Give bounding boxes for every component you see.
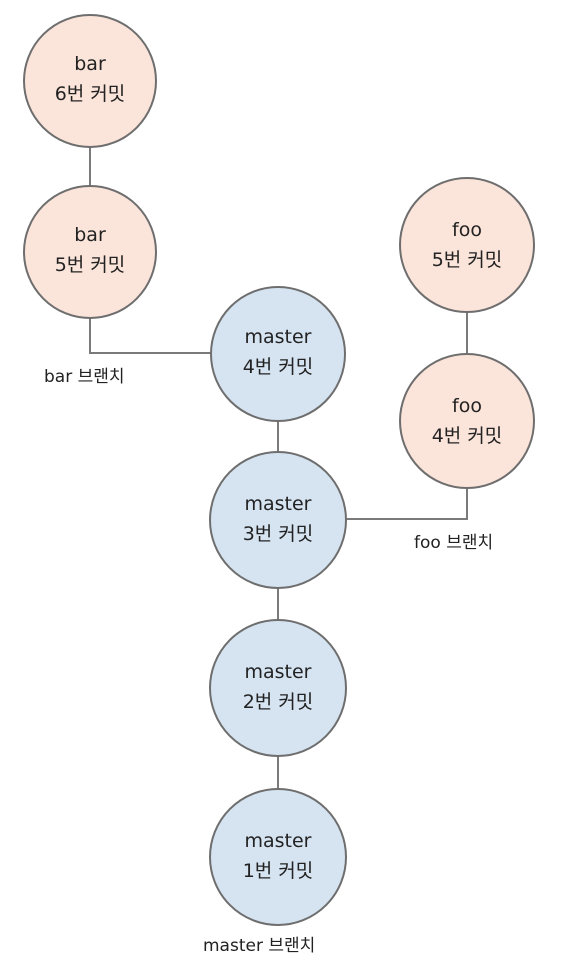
commit-node-master-1: master 1번 커밋: [209, 788, 347, 926]
commit-label: 6번 커밋: [55, 83, 126, 105]
commit-branch-name: master: [244, 326, 311, 348]
commit-node-master-3: master 3번 커밋: [209, 451, 347, 589]
commit-branch-name: master: [244, 830, 311, 852]
commit-branch-name: bar: [74, 53, 106, 75]
branch-label-foo: foo 브랜치: [414, 533, 493, 553]
commit-circle: [209, 451, 347, 589]
commit-node-master-4: master 4번 커밋: [210, 286, 346, 422]
commit-label: 1번 커밋: [243, 860, 314, 882]
commit-branch-name: bar: [74, 224, 106, 246]
commit-label: 3번 커밋: [243, 523, 314, 545]
commit-circle: [209, 788, 347, 926]
commit-label: 4번 커밋: [243, 356, 314, 378]
commit-circle: [399, 353, 535, 489]
commit-circle: [23, 185, 157, 319]
commit-circle: [209, 619, 347, 757]
commit-branch-name: master: [244, 493, 311, 515]
commit-label: 2번 커밋: [243, 691, 314, 713]
commit-branch-name: foo: [452, 395, 482, 417]
connectors: [89, 146, 468, 789]
commit-label: 5번 커밋: [432, 249, 503, 271]
commit-node-bar-6: bar 6번 커밋: [23, 14, 157, 148]
commit-node-foo-5: foo 5번 커밋: [399, 177, 535, 313]
commit-node-foo-4: foo 4번 커밋: [399, 353, 535, 489]
commit-branch-name: foo: [452, 219, 482, 241]
commit-branch-name: master: [244, 661, 311, 683]
connector-foo4-master3: [346, 489, 468, 520]
commit-circle: [210, 286, 346, 422]
commit-label: 5번 커밋: [55, 254, 126, 276]
connector-bar5-master4: [89, 316, 211, 354]
commit-circle: [23, 14, 157, 148]
commit-node-master-2: master 2번 커밋: [209, 619, 347, 757]
commit-circle: [399, 177, 535, 313]
commit-label: 4번 커밋: [432, 425, 503, 447]
branch-label-master: master 브랜치: [203, 936, 315, 956]
commit-node-bar-5: bar 5번 커밋: [23, 185, 157, 319]
branch-label-bar: bar 브랜치: [44, 367, 125, 387]
